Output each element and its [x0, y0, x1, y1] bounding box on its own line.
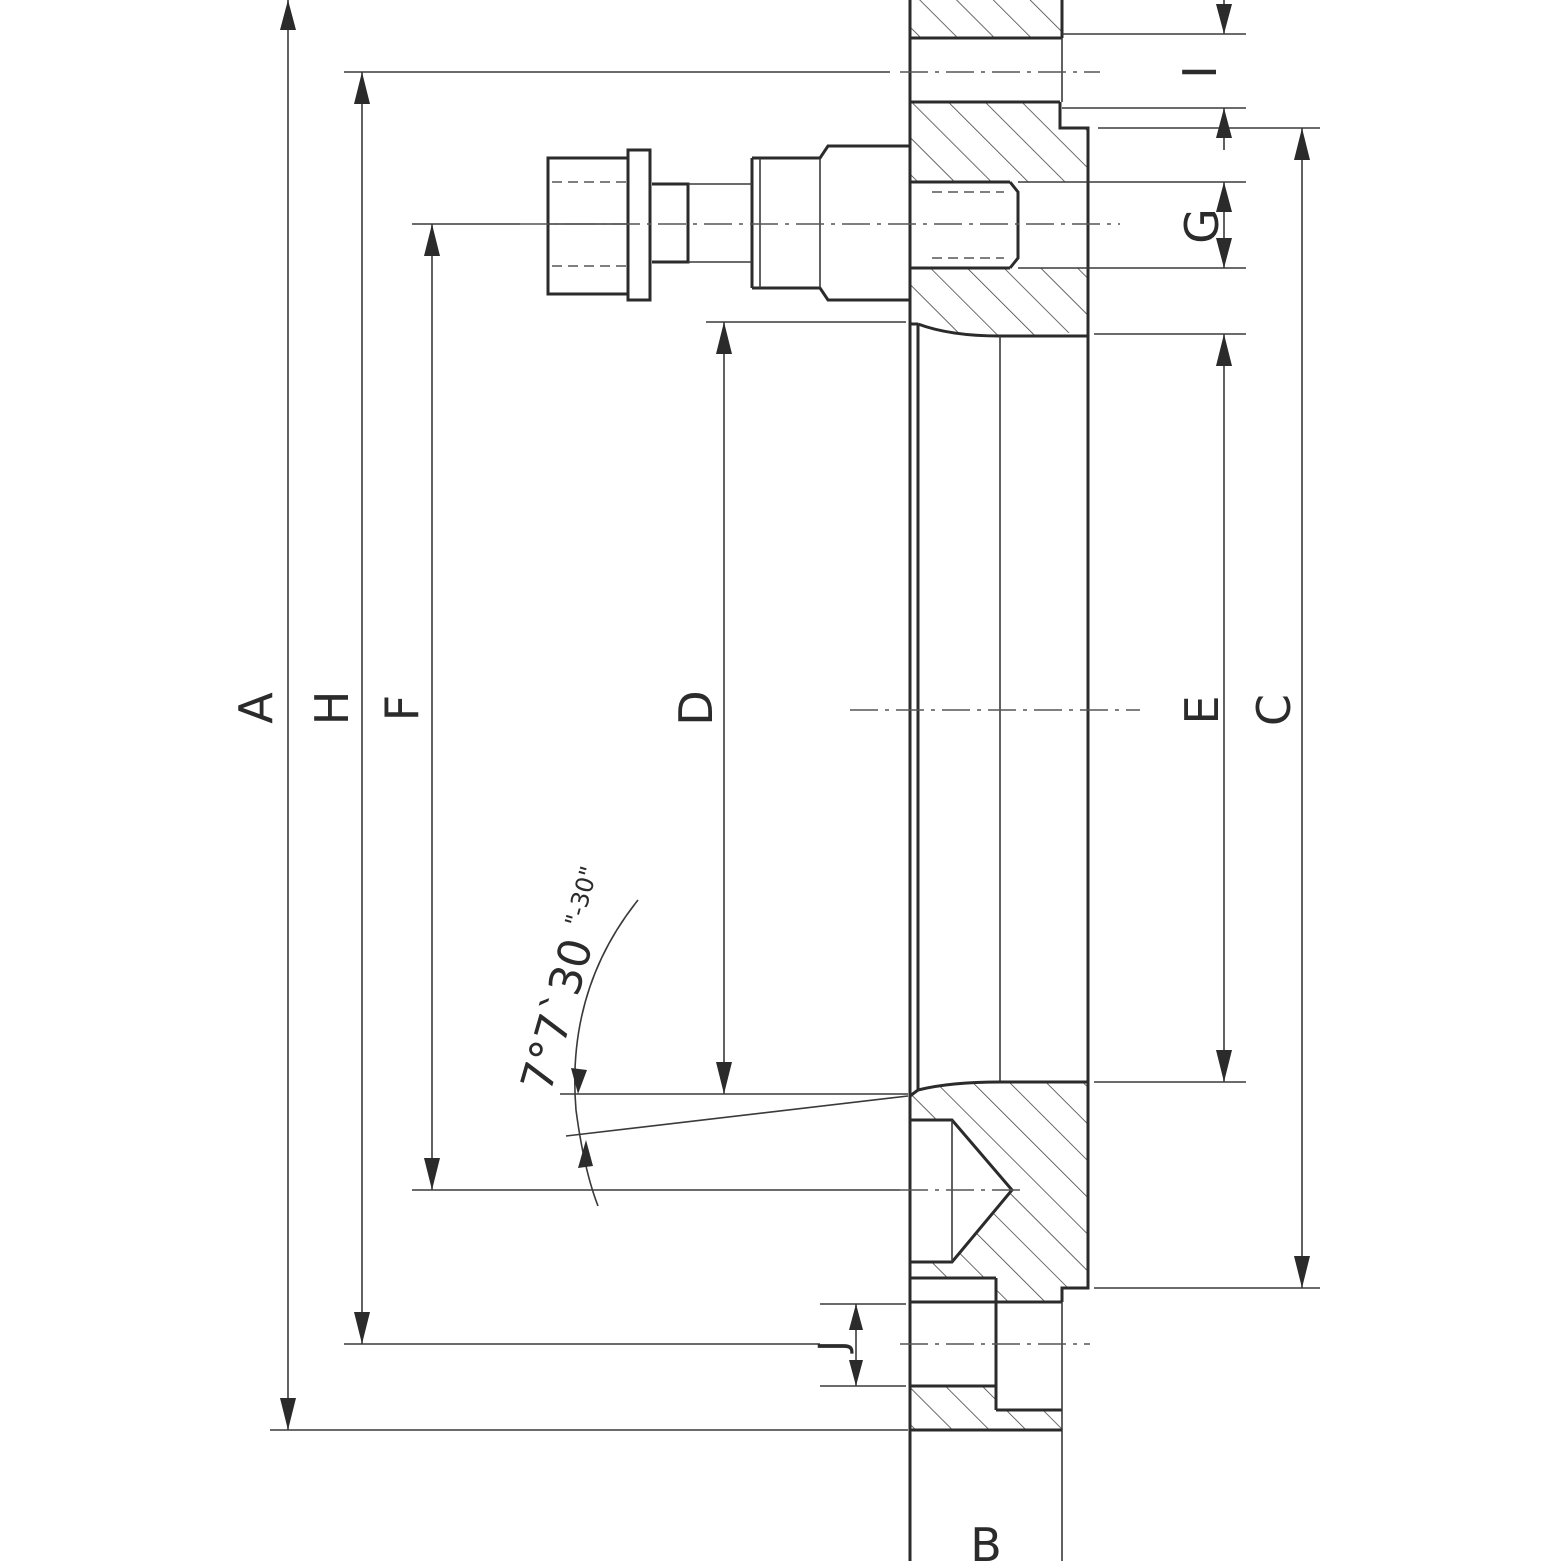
- label-e: E: [1175, 695, 1229, 724]
- angle-annotation: 7°7`30 "-30": [512, 863, 604, 1097]
- dimension-lines: [287, 0, 1303, 1430]
- angle-tolerance: "-30": [560, 863, 604, 930]
- section-hatching: [910, 0, 1088, 1430]
- label-c: C: [1247, 694, 1301, 726]
- arrowheads: [280, 0, 1310, 1430]
- extension-lines: [270, 33, 1320, 1431]
- label-i: I: [1173, 65, 1227, 79]
- angle-value: 7°7`30: [512, 933, 604, 1097]
- part-outline: [908, 0, 1090, 1561]
- label-f: F: [375, 695, 429, 721]
- center-lines: [520, 71, 1140, 1345]
- label-b: B: [970, 1518, 1002, 1561]
- label-a: A: [229, 692, 283, 724]
- label-d: D: [669, 690, 723, 725]
- label-h: H: [305, 691, 359, 726]
- label-j: J: [811, 1340, 855, 1353]
- label-g: G: [1175, 208, 1229, 244]
- dimension-labels: A H F D E C G I J B: [229, 65, 1301, 1561]
- bolt: [546, 144, 1004, 302]
